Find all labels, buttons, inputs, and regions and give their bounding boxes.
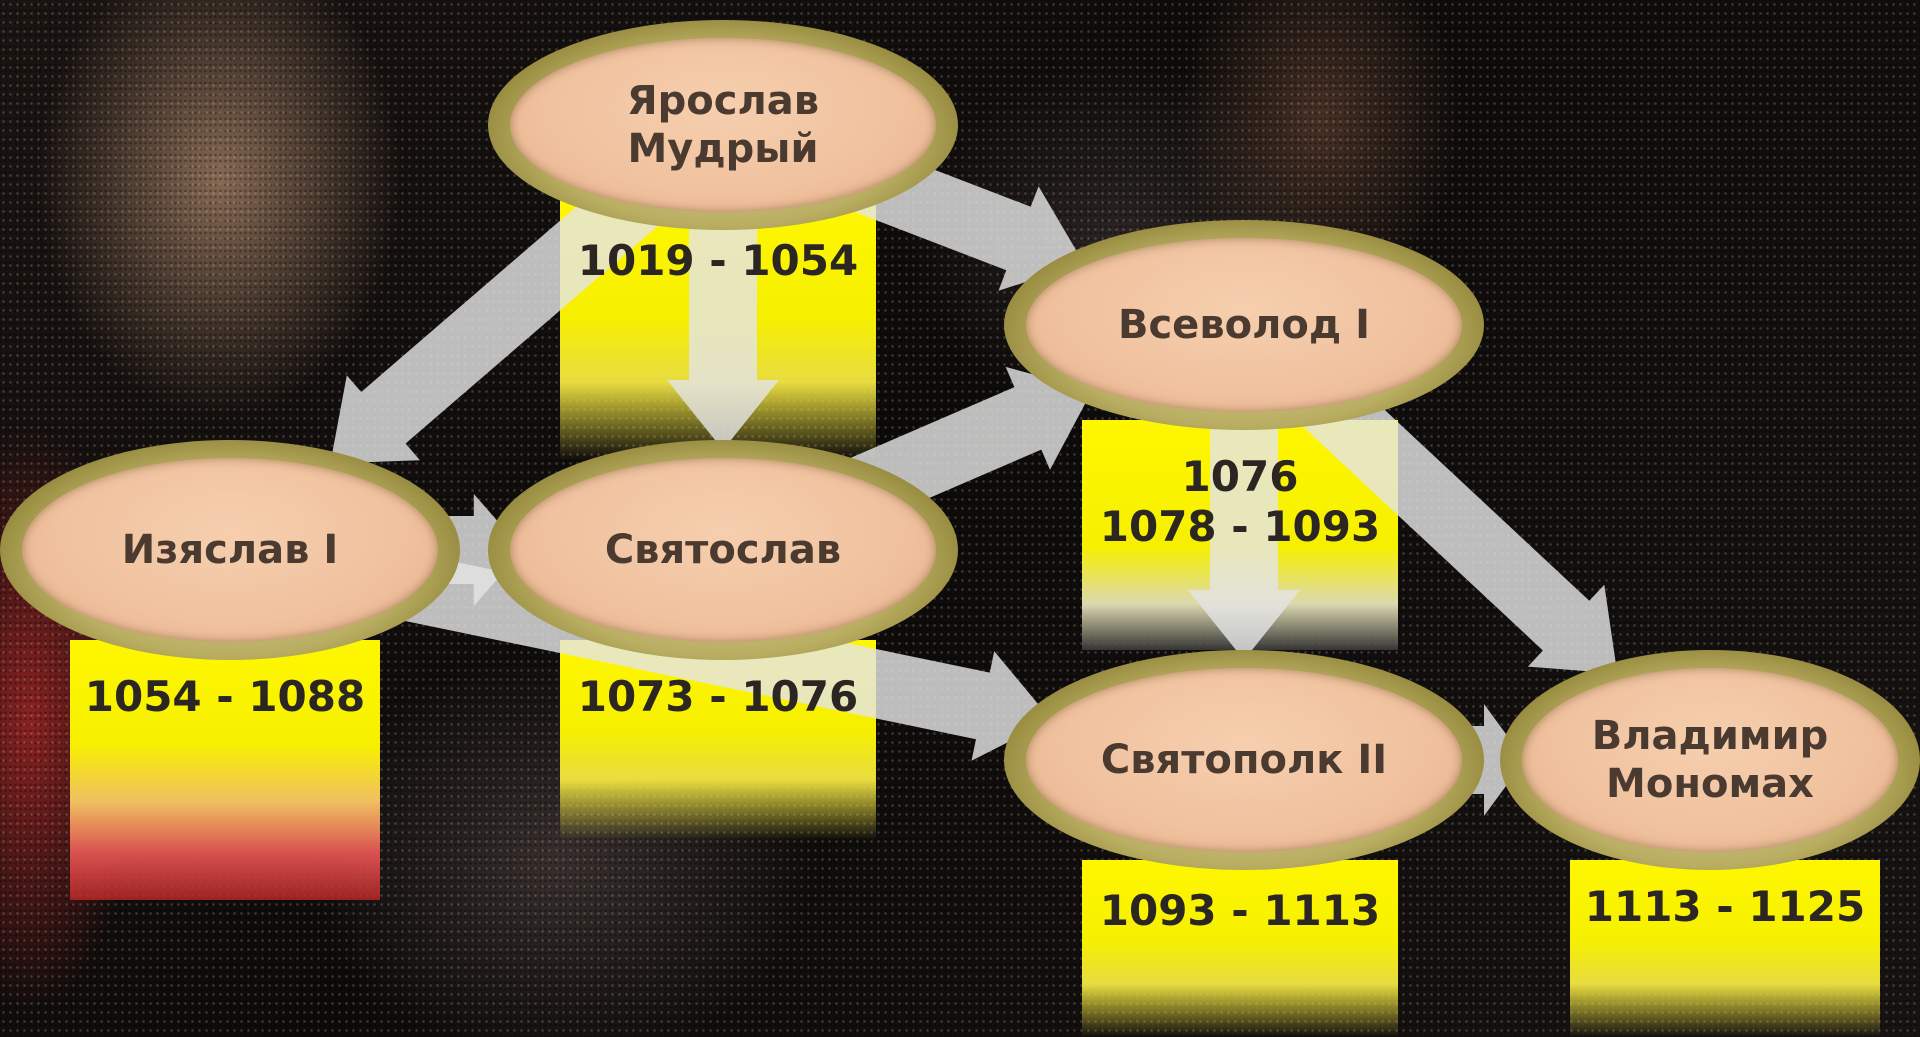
ruler-name-line: Ярослав	[627, 77, 819, 125]
node-yaroslav: Ярослав Мудрый	[488, 20, 958, 230]
reign-years-svyatopolk: 1093 - 1113	[1082, 886, 1398, 936]
name-oval: Всеволод I	[1026, 238, 1462, 412]
name-oval: Изяслав I	[22, 458, 438, 642]
ruler-name-line: Мономах	[1606, 760, 1814, 808]
reign-years-vsevolod: 1076 1078 - 1093	[1082, 452, 1398, 552]
name-oval: Владимир Мономах	[1522, 668, 1898, 852]
node-izyaslav: Изяслав I	[0, 440, 460, 660]
name-oval: Святополк II	[1026, 668, 1462, 852]
reign-years-svyatoslav: 1073 - 1076	[560, 672, 876, 722]
ruler-name-line: Владимир	[1592, 712, 1828, 760]
node-svyatopolk: Святополк II	[1004, 650, 1484, 870]
reign-years-izyaslav: 1054 - 1088	[70, 672, 380, 722]
node-vsevolod: Всеволод I	[1004, 220, 1484, 430]
ruler-name-line: Всеволод I	[1118, 301, 1370, 349]
name-oval: Святослав	[510, 458, 936, 642]
ruler-name-line: Святослав	[605, 526, 841, 574]
ruler-name-line: Мудрый	[627, 125, 818, 173]
ruler-name-line: Святополк II	[1101, 736, 1387, 784]
node-vladimir: Владимир Мономах	[1500, 650, 1920, 870]
reign-years-vladimir: 1113 - 1125	[1570, 882, 1880, 932]
name-oval: Ярослав Мудрый	[510, 38, 936, 212]
ruler-name-line: Изяслав I	[122, 526, 339, 574]
node-svyatoslav: Святослав	[488, 440, 958, 660]
reign-years-yaroslav: 1019 - 1054	[560, 236, 876, 286]
